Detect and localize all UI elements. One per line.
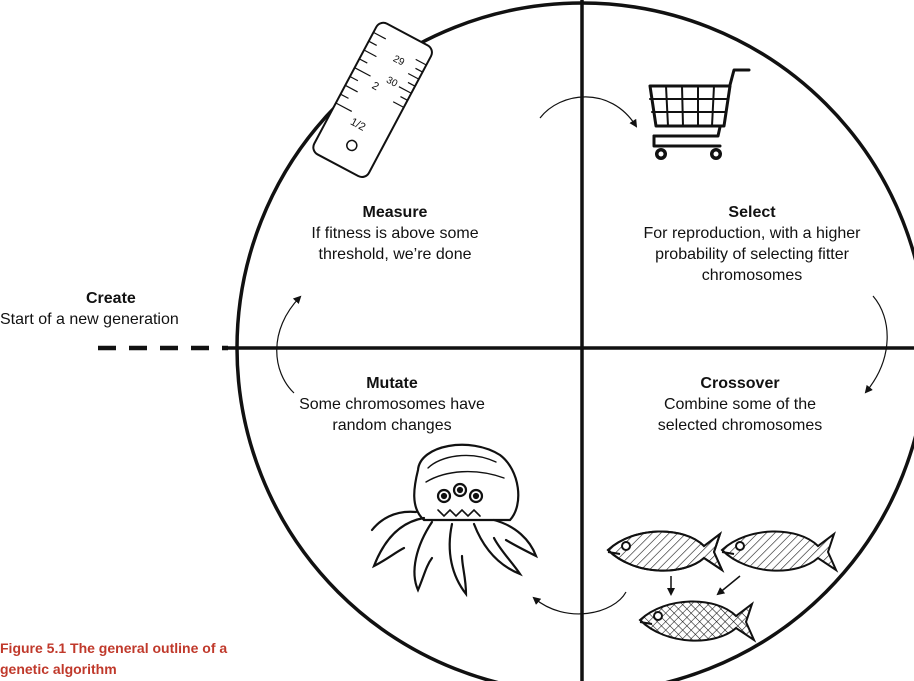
ruler-mark: 2 (370, 80, 381, 93)
step-create-description: Start of a new generation (0, 311, 179, 328)
step-create-title: Create (86, 290, 136, 307)
fish-crossover-icon (606, 530, 839, 643)
step-crossover-title: Crossover (700, 375, 780, 392)
step-measure: Measure If fitness is above some thresho… (300, 202, 490, 265)
shopping-cart-icon (648, 68, 751, 160)
step-select-description: For reproduction, with a higher probabil… (643, 225, 861, 284)
ruler-mark: 29 (391, 54, 406, 69)
step-measure-title: Measure (362, 204, 428, 221)
step-mutate-title: Mutate (366, 375, 418, 392)
ruler-icon: 2 29 30 1/2 (312, 21, 433, 178)
octopus-monster-icon (370, 443, 539, 598)
arrow-measure-to-select (539, 96, 638, 128)
step-measure-description: If fitness is above some threshold, we’r… (311, 225, 479, 263)
step-create: Create Start of a new generation (0, 288, 230, 330)
step-mutate: Mutate Some chromosomes have random chan… (284, 373, 500, 436)
step-select: Select For reproduction, with a higher p… (642, 202, 862, 286)
figure-caption: Figure 5.1 The general outline of a gene… (0, 640, 228, 677)
arrow-crossover-to-mutate (532, 591, 627, 615)
step-crossover: Crossover Combine some of the selected c… (632, 373, 848, 436)
arrow-select-to-crossover (864, 295, 888, 394)
step-crossover-description: Combine some of the selected chromosomes (657, 396, 823, 434)
ruler-mark: 30 (384, 75, 399, 90)
step-select-title: Select (728, 204, 776, 221)
step-mutate-description: Some chromosomes have random changes (299, 396, 485, 434)
arrow-mutate-to-measure (276, 295, 302, 394)
